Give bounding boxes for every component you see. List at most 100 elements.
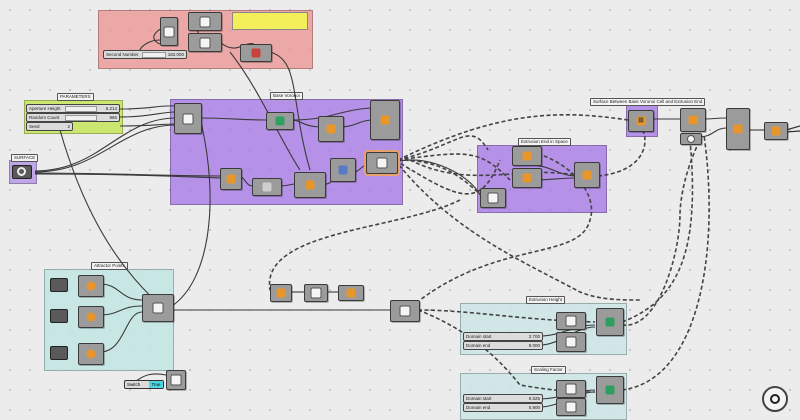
component-eh-3[interactable] [596, 308, 624, 336]
component-base-4[interactable] [370, 100, 400, 140]
component-bool-param[interactable] [680, 133, 702, 145]
component-pink-4[interactable] [240, 44, 272, 62]
component-pink-2[interactable] [188, 12, 222, 31]
component-output[interactable] [764, 122, 788, 140]
construct-domain-icon [565, 401, 577, 413]
point-param-1[interactable] [50, 278, 68, 292]
component-loft[interactable]: ▦ [628, 110, 654, 132]
component-mid-3[interactable] [338, 285, 364, 301]
slider-domain-end-2[interactable]: Domain end 0.900 [463, 403, 543, 412]
component-mid-2[interactable] [304, 284, 328, 302]
remap-icon [399, 305, 411, 317]
group-label-surface-between: Surface Between Base Voronoi Cell and Ex… [590, 98, 706, 106]
group-label-attractor-points: Attractor Points [91, 262, 128, 270]
amplitude-icon [487, 192, 499, 204]
group-label-extrusion-end: Extrusion End in Space [518, 138, 571, 146]
component-pink-3[interactable] [188, 33, 222, 52]
component-mid-1[interactable] [270, 284, 292, 302]
slider-domain-end-1[interactable]: Domain end 8.000 [463, 341, 543, 350]
dispatch-icon [733, 124, 743, 134]
component-base-8[interactable] [252, 178, 282, 196]
slider-domain-start-2[interactable]: Domain start 0.525 [463, 394, 543, 403]
vector-icon [310, 287, 322, 299]
component-eh-1[interactable] [556, 312, 586, 330]
point-icon [86, 349, 96, 359]
group-label-surface: SURFACE [11, 154, 39, 162]
component-base-7[interactable] [220, 168, 242, 190]
amplitude-icon [346, 288, 356, 298]
area-icon [338, 165, 348, 175]
component-cap[interactable] [680, 108, 706, 132]
component-populate[interactable] [174, 103, 202, 134]
component-ext-4[interactable] [480, 188, 506, 208]
component-sf-2[interactable] [556, 398, 586, 416]
filter-icon [170, 374, 182, 386]
component-base-5[interactable] [330, 158, 356, 182]
cluster-icon [376, 157, 388, 169]
group-label-scaling-factor: Scaling Factor [531, 366, 566, 374]
toggle-switch[interactable]: Switch True [124, 380, 164, 389]
component-ext-3[interactable] [574, 162, 600, 188]
component-attr-merge[interactable] [142, 294, 174, 322]
component-pink-1[interactable] [160, 17, 178, 46]
point-icon [86, 312, 96, 322]
component-base-6[interactable] [366, 152, 398, 174]
merge-icon [152, 302, 164, 314]
brep-icon [771, 126, 781, 136]
slider-domain-start-1[interactable]: Domain start 2.700 [463, 332, 543, 341]
group-label-base-voronoi: Base Voronoi [270, 92, 303, 100]
move-icon [522, 151, 532, 161]
point-icon [276, 288, 286, 298]
series-icon [251, 48, 261, 58]
component-remap[interactable] [390, 300, 420, 322]
component-eh-2[interactable] [556, 332, 586, 352]
group-label-parameters: PARAMETERS [57, 93, 94, 101]
point-param-2[interactable] [50, 309, 68, 323]
slider-random-count[interactable]: Random Count 966 [26, 113, 120, 122]
scale-icon [582, 170, 592, 180]
component-attr-1[interactable] [78, 275, 104, 297]
slider-seed[interactable]: Seed 2 [26, 122, 73, 131]
bounds-icon [565, 315, 577, 327]
group-label-extrusion-height: Extrusion Height [526, 296, 566, 304]
panel-yellow[interactable] [232, 12, 308, 30]
component-base-3[interactable] [318, 116, 344, 142]
distance-icon [305, 180, 315, 190]
slider-second-number[interactable]: Second Number 182.000 [103, 50, 187, 59]
point-icon [86, 281, 96, 291]
slider-aperture-height[interactable]: Aperture Height 6.214 [26, 104, 120, 113]
component-base-9[interactable] [294, 172, 326, 198]
voronoi-icon [275, 116, 285, 126]
component-voronoi[interactable] [266, 112, 294, 130]
boolean-icon [687, 135, 695, 143]
expression-icon [163, 26, 175, 37]
remap-icon [605, 317, 615, 327]
loft-icon: ▦ [636, 116, 646, 126]
cap-icon [688, 115, 698, 125]
vector-icon [262, 182, 272, 192]
graph-icon [199, 37, 211, 48]
component-sf-3[interactable] [596, 376, 624, 404]
component-ext-1[interactable] [512, 146, 542, 166]
move-icon [522, 173, 532, 183]
component-stream-filter[interactable] [166, 370, 186, 390]
populate-icon [182, 113, 194, 124]
compass-icon[interactable] [762, 386, 788, 412]
point-param-3[interactable] [50, 346, 68, 360]
point-icon [226, 174, 236, 184]
component-ext-2[interactable] [512, 168, 542, 188]
surface-icon [17, 167, 26, 176]
list-icon [199, 16, 211, 27]
component-sf-1[interactable] [556, 380, 586, 398]
component-dispatch[interactable] [726, 108, 750, 150]
construct-domain-icon [565, 336, 577, 348]
bounds-icon [565, 383, 577, 395]
navigation-knob[interactable] [770, 394, 780, 404]
remap-icon [605, 385, 615, 395]
component-attr-2[interactable] [78, 306, 104, 328]
scale-icon [326, 124, 336, 134]
move-icon [380, 115, 390, 125]
component-attr-3[interactable] [78, 343, 104, 365]
surface-param[interactable] [12, 165, 32, 179]
